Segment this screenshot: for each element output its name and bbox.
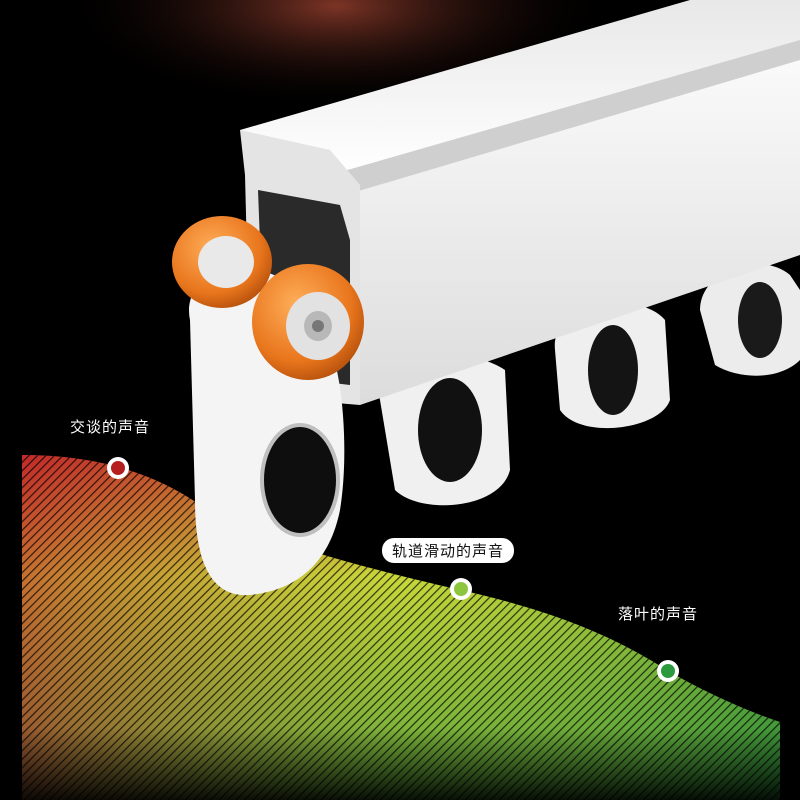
- sound-curve-fade: [0, 620, 800, 800]
- hook-hole: [588, 325, 638, 415]
- rail-groove: [330, 40, 800, 195]
- glider-hooks: [379, 263, 800, 506]
- hook-hole: [738, 282, 782, 358]
- curtain-track: [172, 0, 800, 596]
- label-track-sliding: 轨道滑动的声音: [382, 538, 515, 563]
- label-talking: 交谈的声音: [70, 418, 151, 436]
- front-hook-hole: [262, 425, 338, 535]
- falling-leaves-dot-icon: [657, 660, 679, 682]
- rail-body: [330, 0, 800, 405]
- hook-hole: [418, 378, 482, 482]
- label-falling-leaves: 落叶的声音: [618, 605, 699, 623]
- track-sliding-dot-icon: [450, 578, 472, 600]
- front-hook-hole-rim: [260, 423, 340, 537]
- rear-roller: [172, 216, 272, 308]
- talking-dot-icon: [107, 457, 129, 479]
- rail-top: [240, 0, 800, 175]
- front-roller: [252, 264, 364, 380]
